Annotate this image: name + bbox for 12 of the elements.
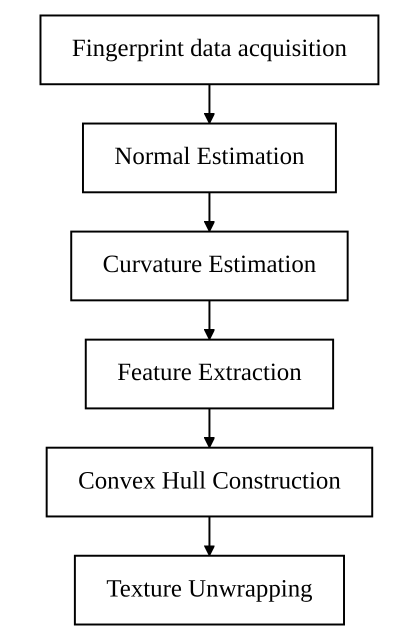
node-box bbox=[45, 446, 373, 517]
node-box bbox=[73, 554, 345, 625]
node-box bbox=[39, 14, 379, 85]
flowchart: Fingerprint data acquisition Normal Estimation Curvature Estimation Feature Extraction Convex Hull Construction Texture Unwrapping bbox=[30, 4, 388, 634]
node-box bbox=[70, 230, 348, 301]
arrow bbox=[203, 516, 215, 556]
arrow bbox=[203, 408, 215, 448]
node-box bbox=[82, 122, 336, 193]
arrow bbox=[203, 192, 215, 232]
arrow bbox=[203, 84, 215, 124]
node-box bbox=[84, 338, 334, 409]
arrow bbox=[203, 300, 215, 340]
